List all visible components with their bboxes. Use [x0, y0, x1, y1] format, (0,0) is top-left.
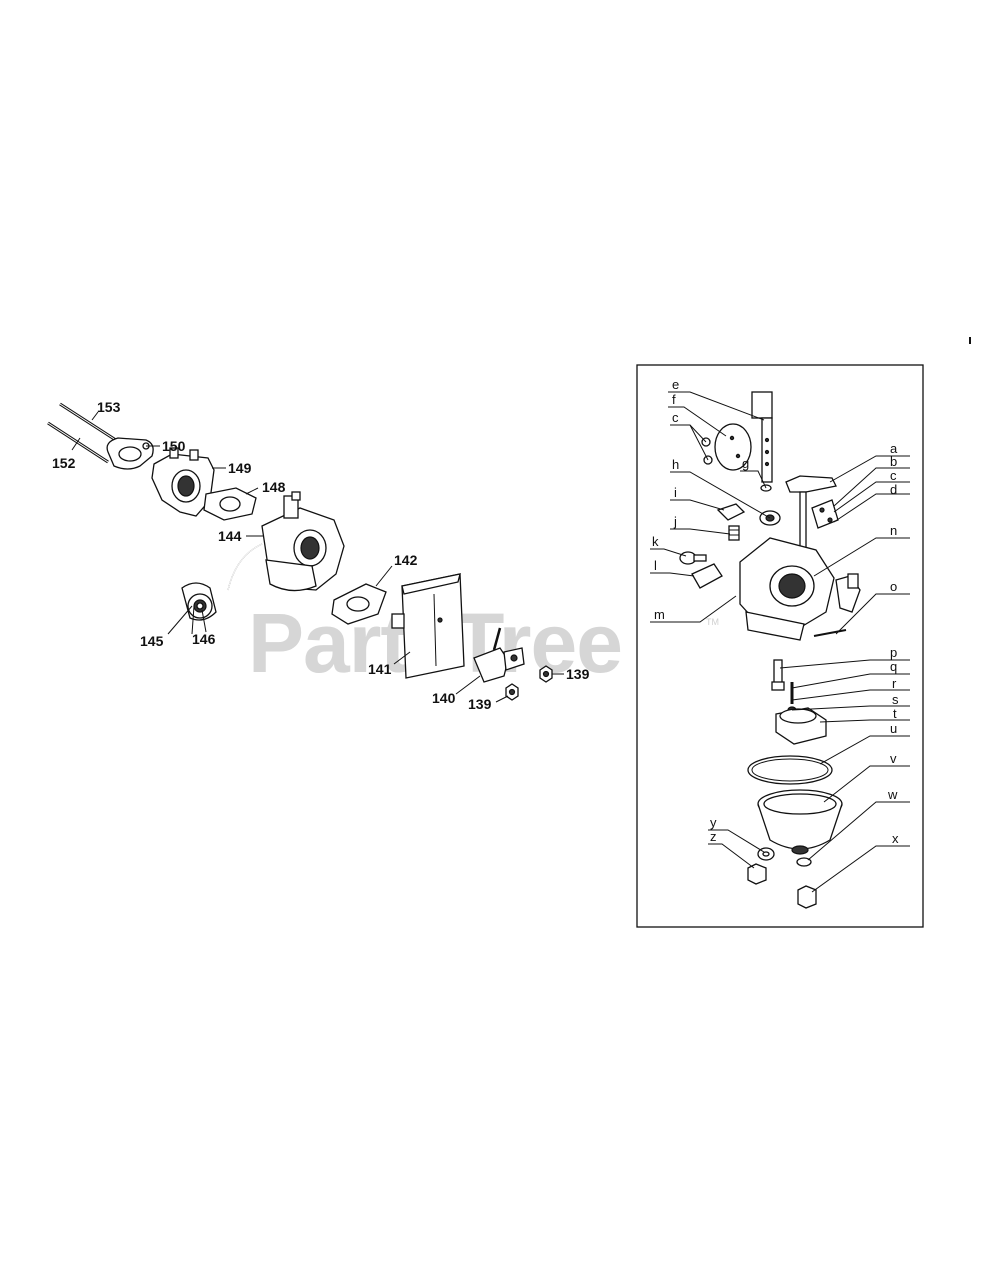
inset-label-l: l — [654, 558, 657, 573]
inset-label-f: f — [672, 392, 676, 407]
inset-choke-shaft — [751, 391, 773, 483]
label-150: 150 — [162, 438, 186, 454]
inset-label-d: d — [890, 482, 897, 497]
inset-bolt-z — [747, 863, 767, 885]
inset-float-t — [775, 707, 827, 745]
inset-needle-q-r-s — [787, 682, 797, 714]
inset-nozzle-p — [771, 659, 785, 691]
label-139-right: 139 — [566, 666, 590, 682]
inset-throttle-lever — [785, 475, 839, 549]
label-140: 140 — [432, 690, 456, 706]
inset-frame — [636, 364, 924, 928]
label-142: 142 — [394, 552, 418, 568]
part-145-146-plug — [181, 582, 217, 621]
inset-label-a: a — [890, 441, 898, 456]
inset-label-c-right: c — [890, 468, 897, 483]
inset-label-t: t — [893, 706, 897, 721]
inset-screw-k — [679, 551, 707, 565]
inset-label-c-left: c — [672, 410, 679, 425]
inset-label-k: k — [652, 534, 659, 549]
inset-bolt-x — [797, 885, 817, 909]
inset-pin-o — [813, 629, 847, 637]
label-145: 145 — [140, 633, 164, 649]
inset-screw-j — [728, 525, 740, 541]
part-153-stud — [59, 402, 123, 446]
part-140-bracket — [473, 627, 525, 683]
part-139-nut-upper — [539, 665, 553, 683]
label-139-lower: 139 — [468, 696, 492, 712]
part-150-gasket — [106, 437, 154, 470]
inset-washer-w — [796, 857, 812, 867]
inset-spring-l — [691, 563, 723, 589]
inset-label-e: e — [672, 377, 679, 392]
label-152: 152 — [52, 455, 76, 471]
label-144: 144 — [218, 528, 242, 544]
inset-label-b: b — [890, 454, 897, 469]
label-141: 141 — [368, 661, 392, 677]
label-149: 149 — [228, 460, 252, 476]
part-139-nut-lower — [505, 683, 519, 701]
label-146: 146 — [192, 631, 216, 647]
inset-label-i: i — [674, 485, 677, 500]
inset-label-y: y — [710, 815, 717, 830]
inset-label-h: h — [672, 457, 679, 472]
label-153: 153 — [97, 399, 121, 415]
inset-label-u: u — [890, 721, 897, 736]
inset-label-q: q — [890, 659, 897, 674]
inset-label-s: s — [892, 692, 899, 707]
watermark-trademark: TM — [706, 617, 719, 627]
inset-label-j: j — [673, 514, 677, 529]
inset-label-m: m — [654, 607, 665, 622]
inset-carb-body — [739, 537, 861, 641]
part-142-gasket — [331, 583, 387, 625]
inset-label-x: x — [892, 831, 899, 846]
inset-label-n: n — [890, 523, 897, 538]
inset-oring-u — [747, 755, 833, 785]
inset-label-p: p — [890, 645, 897, 660]
inset-label-z: z — [710, 829, 717, 844]
inset-label-g: g — [742, 456, 749, 471]
main-leader-lines — [71, 411, 564, 703]
part-149-spacer — [151, 447, 215, 517]
inset-label-v: v — [890, 751, 897, 766]
inset-label-r: r — [892, 676, 897, 691]
inset-leader-lines — [650, 391, 910, 893]
inset-tab-i — [716, 503, 746, 521]
label-148: 148 — [262, 479, 286, 495]
inset-label-w: w — [887, 787, 898, 802]
part-148-gasket — [203, 487, 257, 521]
part-141-heat-shield — [391, 573, 465, 679]
inset-bowl-v — [757, 789, 843, 855]
part-144-carburetor — [227, 491, 345, 592]
corner-mark — [969, 337, 971, 344]
part-152-stud — [47, 421, 109, 464]
inset-label-o: o — [890, 579, 897, 594]
inset-choke-plate — [714, 423, 752, 471]
